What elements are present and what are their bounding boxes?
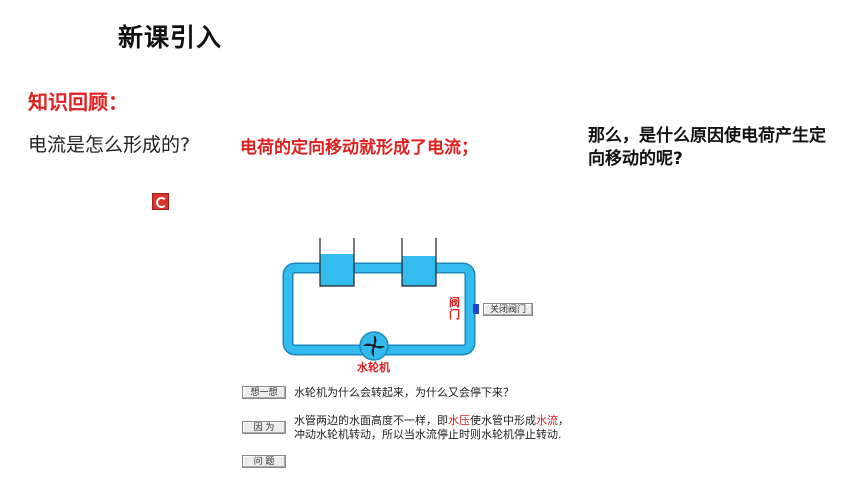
- explanation-line2: 冲动水轮机转动，所以当水流停止时则水轮机停止转动.: [294, 428, 562, 441]
- right-container-water: [402, 256, 436, 286]
- explanation-highlight-pressure: 水压: [448, 414, 470, 427]
- explanation-text: 水管两边的水面高度不一样，即水压使水管中形成水流， 冲动水轮机转动，所以当水流停…: [294, 414, 569, 442]
- followup-question: 那么，是什么原因使电荷产生定向移动的呢?: [588, 126, 826, 169]
- red-logo-icon[interactable]: [152, 193, 169, 210]
- because-button[interactable]: 因 为: [242, 421, 286, 434]
- review-question: 电流是怎么形成的?: [28, 134, 191, 156]
- think-button[interactable]: 想一想: [242, 386, 286, 399]
- valve-label: 阀门: [449, 296, 460, 321]
- left-container-water: [320, 254, 354, 286]
- knowledge-review-label: 知识回顾：: [28, 90, 128, 114]
- page-title: 新课引入: [118, 23, 223, 52]
- valve-icon: [473, 304, 479, 314]
- problem-button[interactable]: 问 题: [242, 455, 286, 468]
- close-valve-button[interactable]: 关闭阀门: [483, 303, 534, 316]
- water-circuit-diagram: [282, 238, 479, 361]
- review-answer: 电荷的定向移动就形成了电流；: [240, 138, 478, 158]
- wheel-label: 水轮机: [357, 361, 390, 374]
- explanation-part2: 使水管中形成: [470, 414, 536, 427]
- think-question-text: 水轮机为什么会转起来，为什么又会停下来？: [294, 386, 514, 399]
- explanation-part3: ，: [558, 414, 569, 427]
- explanation-highlight-flow: 水流: [536, 414, 558, 427]
- right-container: [401, 238, 437, 287]
- water-wheel-icon: [359, 331, 389, 361]
- explanation-part1: 水管两边的水面高度不一样，即: [294, 414, 448, 427]
- left-container: [319, 238, 355, 287]
